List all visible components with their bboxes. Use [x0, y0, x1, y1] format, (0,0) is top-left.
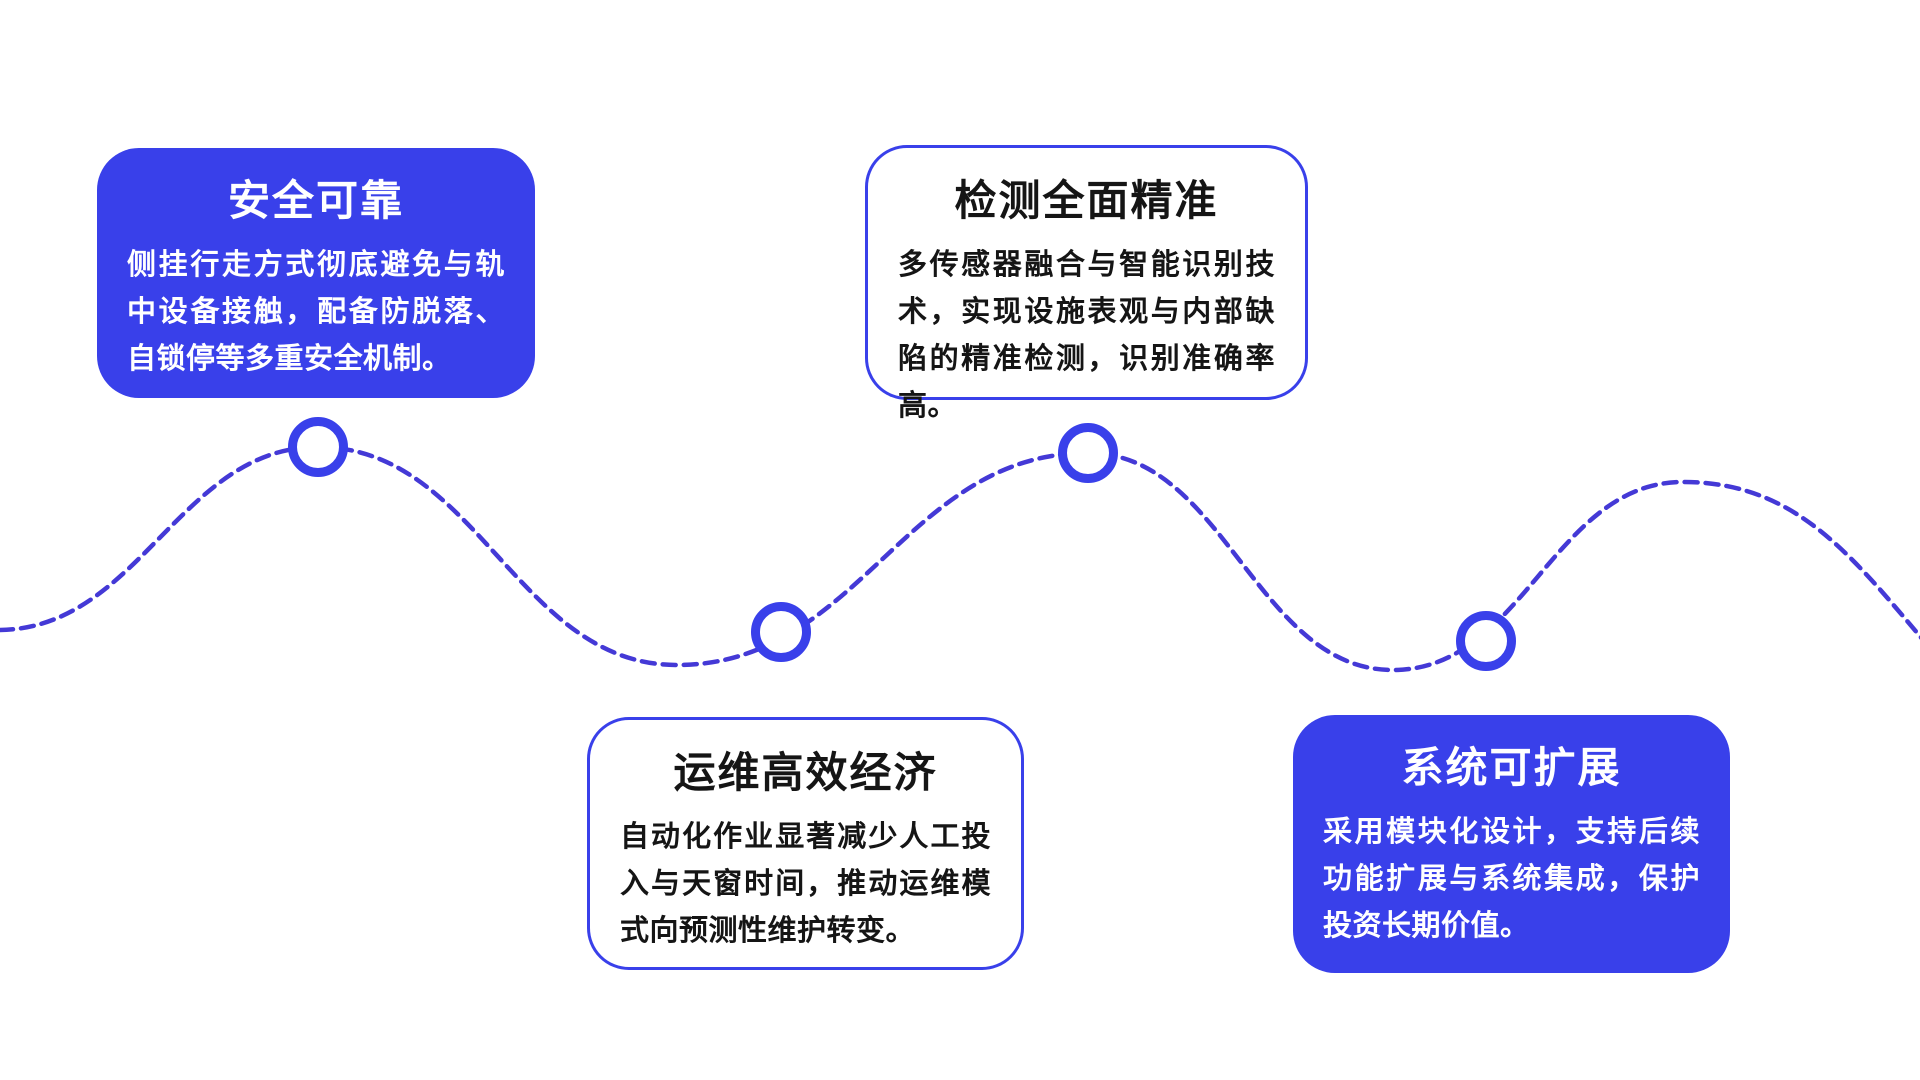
card-body: 自动化作业显著减少人工投入与天窗时间，推动运维模式向预测性维护转变。 [620, 821, 991, 948]
feature-card-safety: 安全可靠 侧挂行走方式彻底避免与轨中设备接触，配备防脱落、自锁停等多重安全机制。 [97, 148, 535, 398]
card-body: 多传感器融合与智能识别技术，实现设施表观与内部缺陷的精准检测，识别准确率高。 [898, 249, 1275, 423]
card-title: 运维高效经济 [673, 751, 938, 797]
card-body: 采用模块化设计，支持后续功能扩展与系统集成，保护投资长期价值。 [1323, 816, 1700, 943]
card-title: 检测全面精准 [954, 179, 1219, 225]
feature-card-detection: 检测全面精准 多传感器融合与智能识别技术，实现设施表观与内部缺陷的精准检测，识别… [865, 145, 1308, 422]
card-title: 安全可靠 [227, 179, 404, 225]
feature-card-efficiency: 运维高效经济 自动化作业显著减少人工投入与天窗时间，推动运维模式向预测性维护转变… [587, 717, 1024, 970]
dashed-wave-path [0, 444, 1920, 673]
timeline-node-icon [1456, 611, 1516, 671]
timeline-node-icon [751, 602, 811, 662]
card-body: 侧挂行走方式彻底避免与轨中设备接触，配备防脱落、自锁停等多重安全机制。 [127, 249, 505, 376]
timeline-node-icon [288, 417, 348, 477]
card-title: 系统可扩展 [1401, 746, 1622, 792]
timeline-node-icon [1058, 423, 1118, 483]
feature-card-scalability: 系统可扩展 采用模块化设计，支持后续功能扩展与系统集成，保护投资长期价值。 [1293, 715, 1730, 973]
